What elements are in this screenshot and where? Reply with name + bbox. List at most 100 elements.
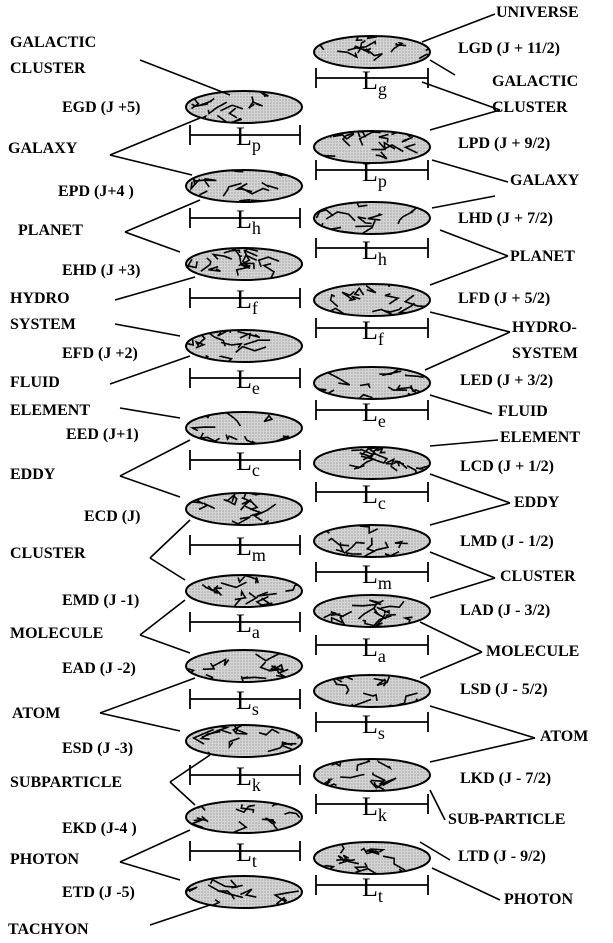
connector-left-12 [149,557,186,581]
scale-label-left-2: Lf [236,285,258,319]
scale-label-right-2: Lh [362,236,387,270]
label-left-ekd: EKD (J-4 ) [62,820,137,837]
connector-left-14 [139,634,191,654]
label-left-ead: EAD (J -2) [62,660,136,677]
scale-label-left-1: Lh [236,205,261,239]
label-left-planet: PLANET [18,222,83,239]
label-left-epd: EPD (J+4 ) [58,183,134,200]
label-left-ehd: EHD (J +3) [62,262,141,279]
connector-left-11 [149,519,191,559]
label-right-subparticle: SUB-PARTICLE [448,811,566,828]
label-right-universe: UNIVERSE [496,4,579,21]
label-left-system: SYSTEM [10,316,76,333]
scale-label-right-4: Le [362,398,386,432]
eddy-blob-left-1 [185,169,303,203]
label-right-lgd: LGD (J + 11/2) [458,40,561,57]
connector-right-0 [421,13,496,43]
connector-right-1 [429,59,456,76]
connector-right-2 [429,109,501,131]
label-left-photon: PHOTON [10,851,80,868]
connector-left-21 [149,904,211,926]
label-right-led: LED (J + 3/2) [460,372,554,389]
label-left-subparticle: SUBPARTICLE [10,774,123,791]
scale-label-right-7: La [362,633,386,667]
connector-right-11 [429,439,499,447]
eddy-blob-left-5 [185,492,303,526]
label-left-egd: EGD (J +5) [62,99,141,116]
label-right-ltd: LTD (J - 9/2) [458,848,546,865]
label-left-efd: EFD (J +2) [62,345,138,362]
eddy-blob-left-2 [185,247,303,281]
label-left-element: ELEMENT [10,402,91,419]
eddy-blob-right-6 [313,524,431,558]
connector-right-9 [424,331,511,371]
label-right-lfd: LFD (J + 5/2) [458,290,551,307]
label-right-lmd: LMD (J - 1/2) [460,533,554,550]
connector-right-8 [429,311,511,333]
scale-label-right-1: Lp [362,158,387,192]
connector-right-12 [429,473,511,504]
connector-right-20 [429,789,446,821]
connector-right-7 [429,255,509,286]
scale-label-left-8: Lk [236,762,261,796]
connector-left-3 [124,199,201,233]
eddy-blob-right-7 [313,594,431,628]
label-right-lcd: LCD (J + 1/2) [460,458,554,475]
connector-left-2 [109,154,193,176]
connector-left-7 [109,355,191,385]
connector-left-13 [139,599,186,636]
label-left-fluid: FLUID [10,374,60,391]
connector-right-19 [429,737,536,763]
label-left-emd: EMD (J -1) [62,592,140,609]
connector-right-22 [419,841,451,861]
eddy-blob-right-4 [313,366,431,400]
connector-left-1 [109,117,201,156]
connector-right-21 [431,867,501,901]
connector-right-13 [429,502,511,526]
connector-left-18 [169,781,196,806]
eddy-blob-right-10 [313,841,431,875]
connector-right-17 [419,651,483,679]
connector-left-20 [119,861,181,881]
connector-left-17 [169,754,211,783]
eddy-blob-left-10 [185,875,303,909]
connector-left-15 [99,677,196,714]
scale-label-right-9: Lk [362,792,387,826]
label-left-eddy: EDDY [10,466,56,483]
connector-left-16 [99,712,181,732]
eddy-blob-right-0 [313,35,431,69]
label-left-ecd: ECD (J) [84,508,141,525]
scale-label-right-10: Lt [362,873,383,907]
scale-label-right-5: Lc [362,480,386,514]
scale-label-left-3: Le [236,365,260,399]
connector-left-9 [119,439,191,477]
eddy-blob-right-8 [313,674,431,708]
connector-right-6 [439,229,509,257]
label-left-galactic-cluster-2: CLUSTER [10,60,86,77]
connector-left-6 [114,323,181,337]
scale-label-left-4: Lc [236,447,260,481]
label-left-esd: ESD (J -3) [62,740,134,757]
connector-left-19 [119,829,191,863]
eddy-blob-right-5 [313,446,431,480]
label-right-cluster-top: CLUSTER [492,99,568,116]
label-left-eed: EED (J+1) [66,426,139,443]
label-left-galaxy: GALAXY [8,140,78,157]
connector-left-4 [124,231,181,253]
label-right-fluid: FLUID [498,403,548,420]
label-right-lad: LAD (J - 3/2) [460,602,551,619]
label-right-lpd: LPD (J + 9/2) [458,135,551,152]
scale-label-left-0: Lp [236,122,261,156]
scale-label-left-7: Ls [236,686,259,720]
connector-right-5 [431,195,496,209]
eddy-blob-left-6 [185,574,303,608]
label-right-lsd: LSD (J - 5/2) [460,681,548,698]
connector-right-3 [421,81,501,111]
connector-right-10 [429,394,493,415]
label-left-etd: ETD (J -5) [62,884,135,901]
eddy-blob-left-8 [185,724,303,758]
connector-left-5 [114,276,196,301]
label-right-eddy: EDDY [514,494,560,511]
connector-right-4 [431,159,509,183]
